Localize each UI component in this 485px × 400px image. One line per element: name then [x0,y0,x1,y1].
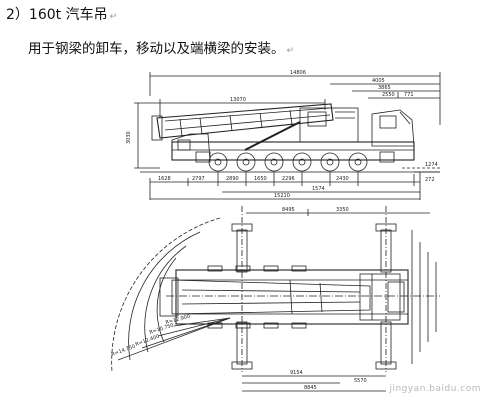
dim-axle-5: 2296 [282,176,295,182]
dim-axle-2: 2797 [192,176,205,182]
dim-top-1: 4005 [372,78,385,84]
dim-axle-6: 2430 [336,176,349,182]
dim-top-4: 771 [404,92,414,98]
dim-overall-length: 14806 [290,70,306,76]
section-subheading: 用于钢梁的卸车，移动以及端横梁的安装。↵ [28,41,295,57]
dim-right-1: 272 [425,177,435,183]
dim-bottom-2: 15210 [274,193,290,199]
dim-axle-3: 2890 [226,176,239,182]
dim-plan-top-2: 3350 [336,207,349,213]
dim-bottom-1: 1574 [312,186,325,192]
section-heading: 2）160t 汽车吊↵ [6,7,118,23]
dim-axle-4: 1650 [254,176,267,182]
paragraph-mark: ↵ [286,46,295,56]
dim-top-2: 3865 [378,85,391,91]
dim-plan-top-1: 8495 [282,207,295,213]
dim-boom-length: 13070 [230,97,246,103]
paragraph-mark: ↵ [109,12,118,22]
wheel-set [208,152,368,172]
crane-side-view [134,72,441,200]
crane-plan-view [111,206,440,392]
dim-plan-bottom-2: 5570 [354,378,367,384]
dim-right-2: 1274 [425,162,438,168]
radius-label-1: R=14.750 [111,344,137,358]
dim-plan-bottom-1: 9154 [290,370,303,376]
dim-top-3: 2550 [382,92,395,98]
watermark: jingyan.baidu.com [389,384,481,394]
dim-axle-1: 1628 [158,176,171,182]
dim-plan-bottom-3: 8845 [304,385,317,391]
dim-height: 3030 [126,131,132,144]
